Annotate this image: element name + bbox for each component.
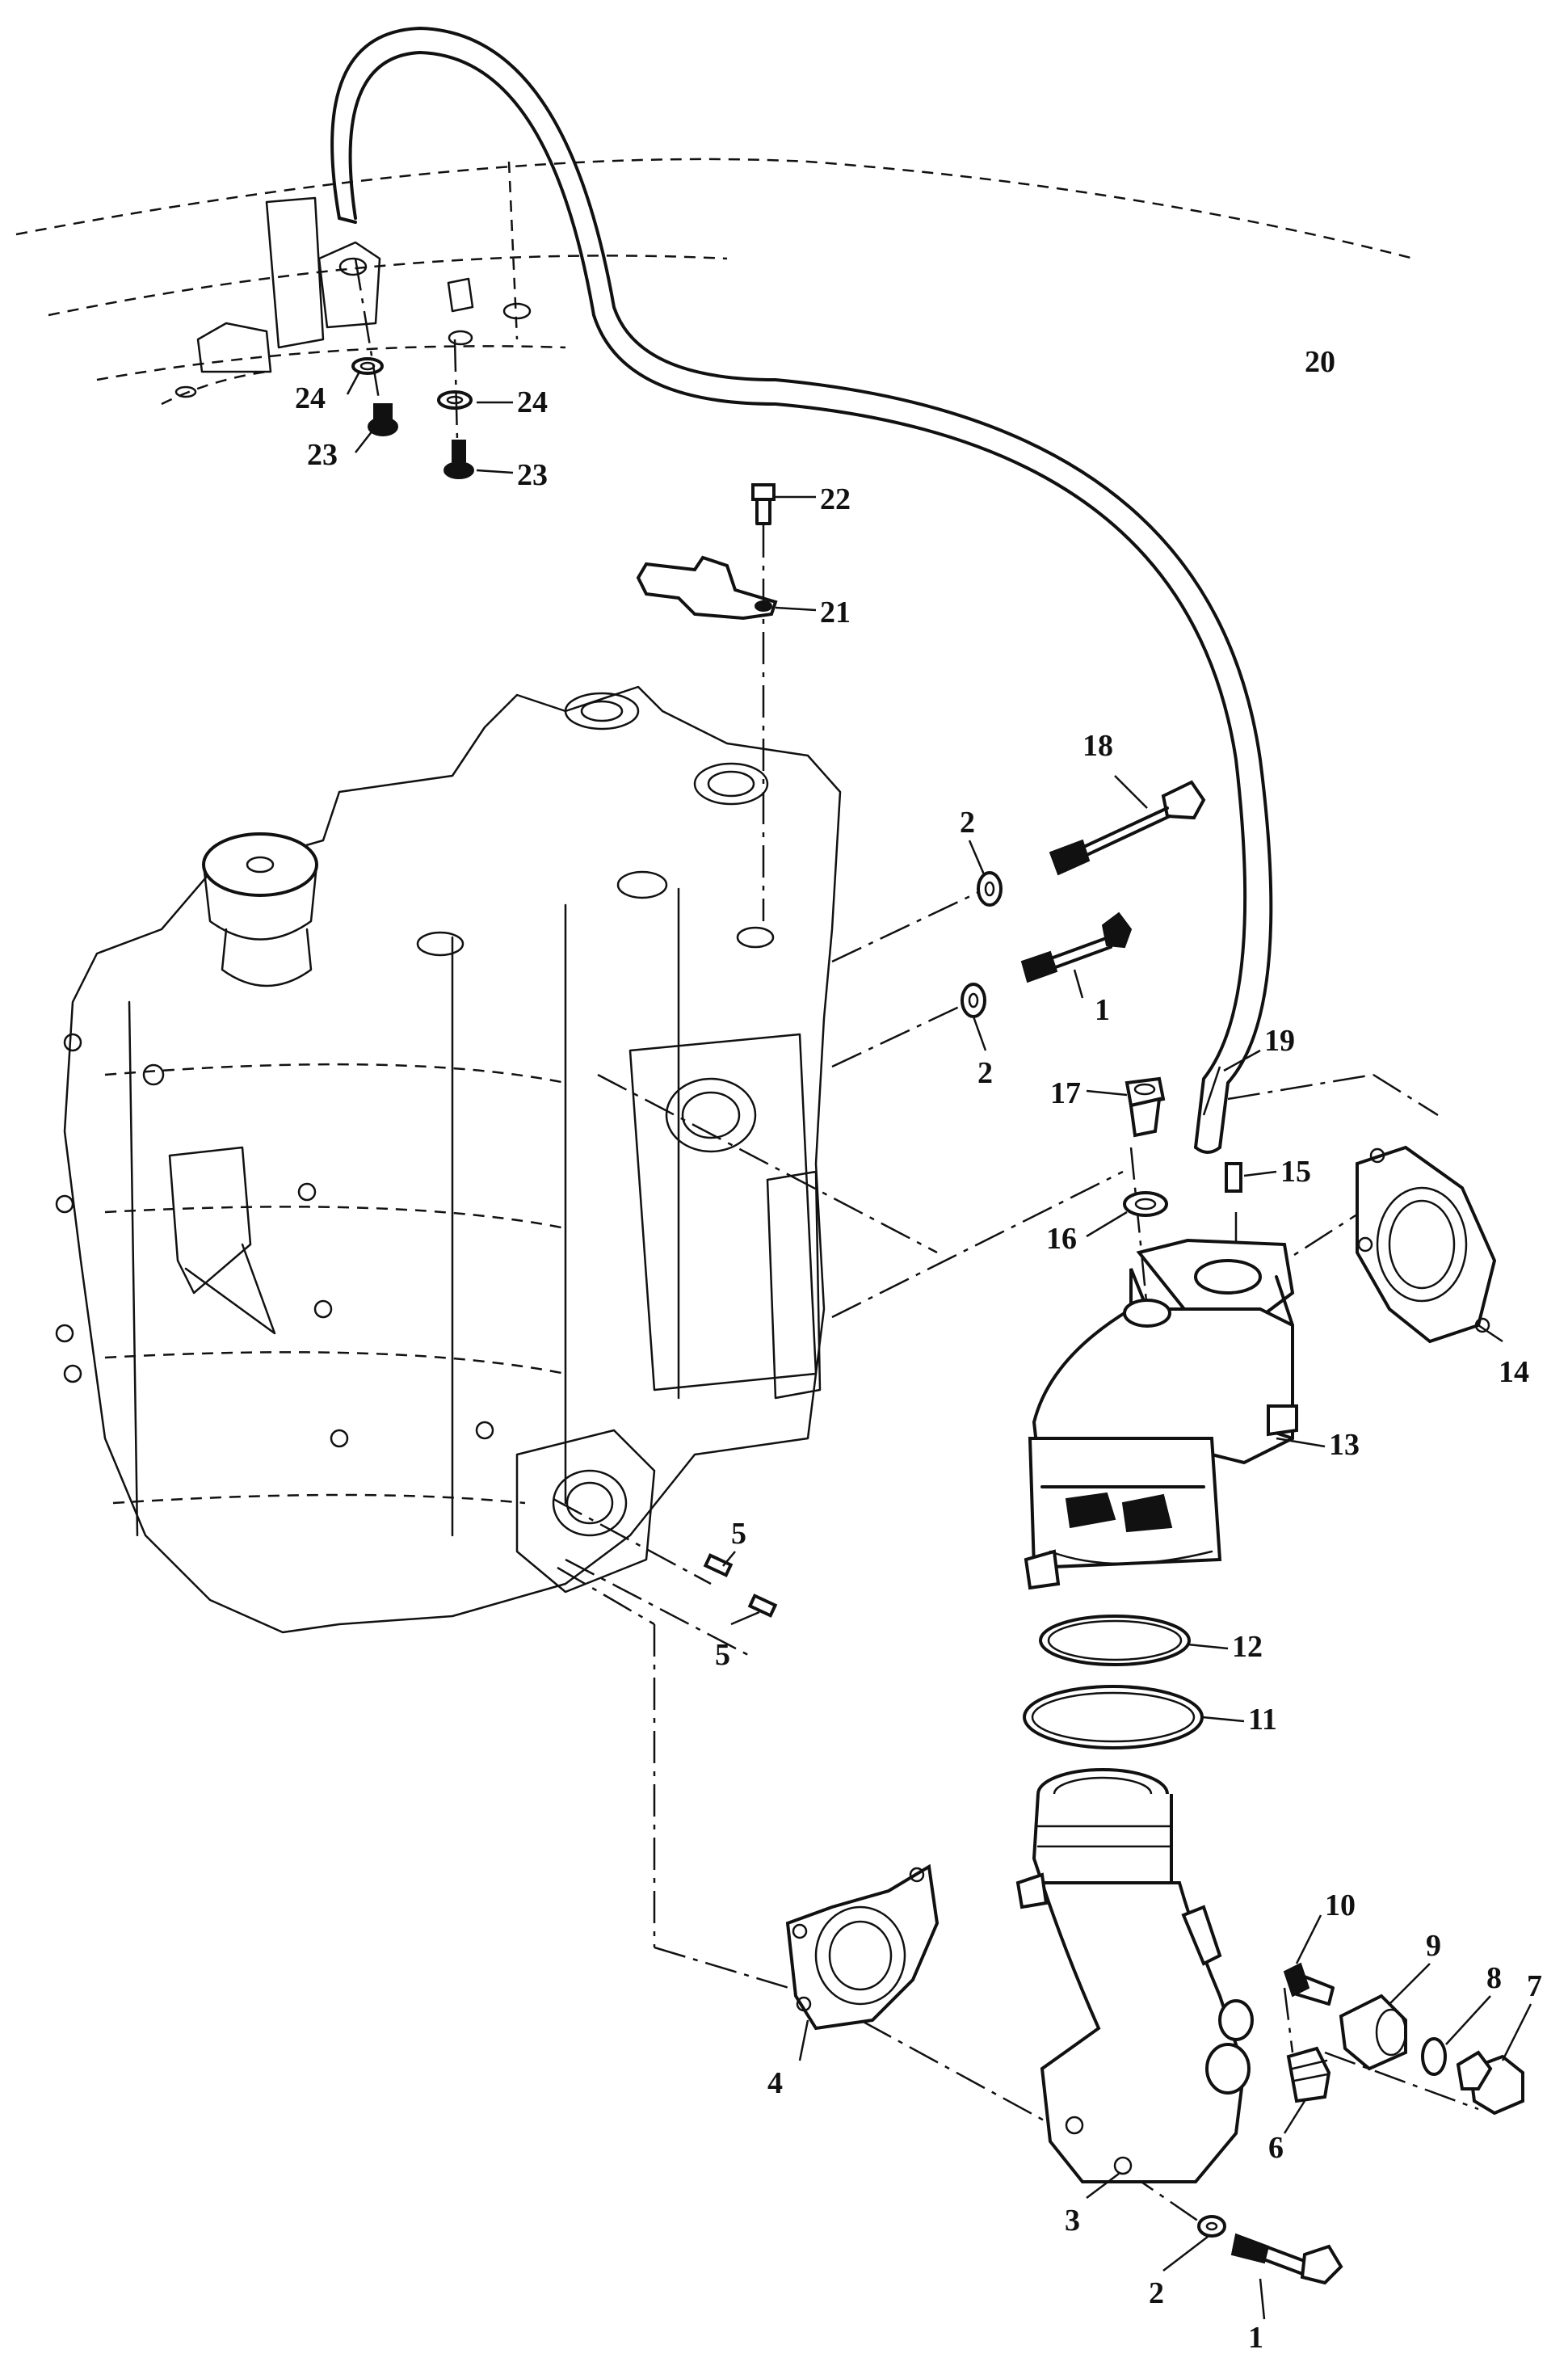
axis-line-23-right (453, 339, 459, 441)
callout-15: 15 (1280, 1155, 1311, 1189)
callout-18: 18 (1082, 729, 1113, 763)
callout-16: 16 (1046, 1222, 1077, 1256)
dowel-part-15 (1225, 1162, 1242, 1193)
hose-end-part-19 (1202, 1066, 1221, 1116)
adapter-part-3 (1015, 1768, 1254, 2183)
o-ring-part-8 (1421, 2037, 1447, 2076)
fitting-part-6 (1286, 2046, 1331, 2103)
gasket-part-14 (1356, 1145, 1497, 1344)
callout-14: 14 (1499, 1355, 1529, 1389)
callout-23-right: 23 (517, 458, 548, 492)
callout-22: 22 (820, 482, 851, 516)
callout-2-lower: 2 (1149, 2276, 1164, 2310)
callout-19: 19 (1264, 1024, 1295, 1058)
o-ring-part-11 (1023, 1685, 1204, 1749)
callout-1-lower: 1 (1248, 2321, 1263, 2355)
plug-part-7 (1456, 2050, 1524, 2116)
washer-part-2-upper (977, 871, 1003, 907)
leader-lines (346, 371, 1532, 2320)
callout-3: 3 (1065, 2204, 1080, 2238)
callout-2-middle: 2 (977, 1056, 993, 1090)
washer-part-2-lower (1197, 2215, 1226, 2238)
bracket-part-21 (636, 555, 778, 621)
housing-part-13 (1024, 1238, 1298, 1590)
callout-12: 12 (1232, 1630, 1263, 1664)
o-ring-part-12 (1039, 1615, 1191, 1666)
gasket-part-4 (785, 1863, 940, 2031)
callout-20: 20 (1305, 345, 1335, 379)
washer-part-24-right (437, 390, 473, 410)
callout-17: 17 (1050, 1076, 1081, 1110)
washer-part-16 (1123, 1191, 1168, 1217)
callout-9: 9 (1426, 1929, 1441, 1963)
engine-block (55, 685, 842, 1634)
callout-21: 21 (820, 596, 851, 629)
callout-4: 4 (767, 2066, 783, 2100)
callout-1-upper: 1 (1095, 993, 1110, 1027)
callout-5-lower: 5 (715, 1638, 730, 1672)
callout-6: 6 (1268, 2131, 1284, 2165)
bolt-part-18 (1049, 780, 1206, 876)
callout-5-upper: 5 (731, 1517, 746, 1551)
plug-part-17 (1125, 1076, 1166, 1138)
bolt-part-1-upper (1020, 912, 1133, 983)
screw-part-10 (1283, 1962, 1335, 2006)
callout-24-left: 24 (295, 381, 326, 415)
callout-labels: 24 23 24 23 22 21 20 18 2 2 1 19 15 17 1… (295, 345, 1542, 2355)
engine-cover-outline (15, 158, 1415, 406)
callout-7: 7 (1527, 1969, 1542, 2003)
washer-part-24-left (351, 357, 384, 375)
dowel-part-5-upper (703, 1553, 734, 1577)
assembly-lines (553, 887, 1479, 2232)
callout-10: 10 (1325, 1888, 1356, 1922)
screw-part-23-right (443, 440, 474, 479)
axis-line-23-left (354, 258, 381, 405)
callout-8: 8 (1486, 1961, 1502, 1995)
sleeve-part-9 (1339, 1994, 1407, 2071)
callout-11: 11 (1248, 1703, 1277, 1737)
bolt-part-22 (751, 483, 776, 525)
callout-24-right: 24 (517, 385, 548, 419)
callout-13: 13 (1329, 1428, 1360, 1462)
callout-2-upper: 2 (960, 806, 975, 840)
screw-part-23-left (368, 403, 398, 436)
callout-23-left: 23 (307, 438, 338, 472)
hose-part-20 (330, 27, 1273, 1154)
washer-part-2-middle (961, 983, 986, 1018)
dowel-part-5-lower (747, 1594, 778, 1618)
bolt-part-1-lower (1230, 2233, 1343, 2285)
